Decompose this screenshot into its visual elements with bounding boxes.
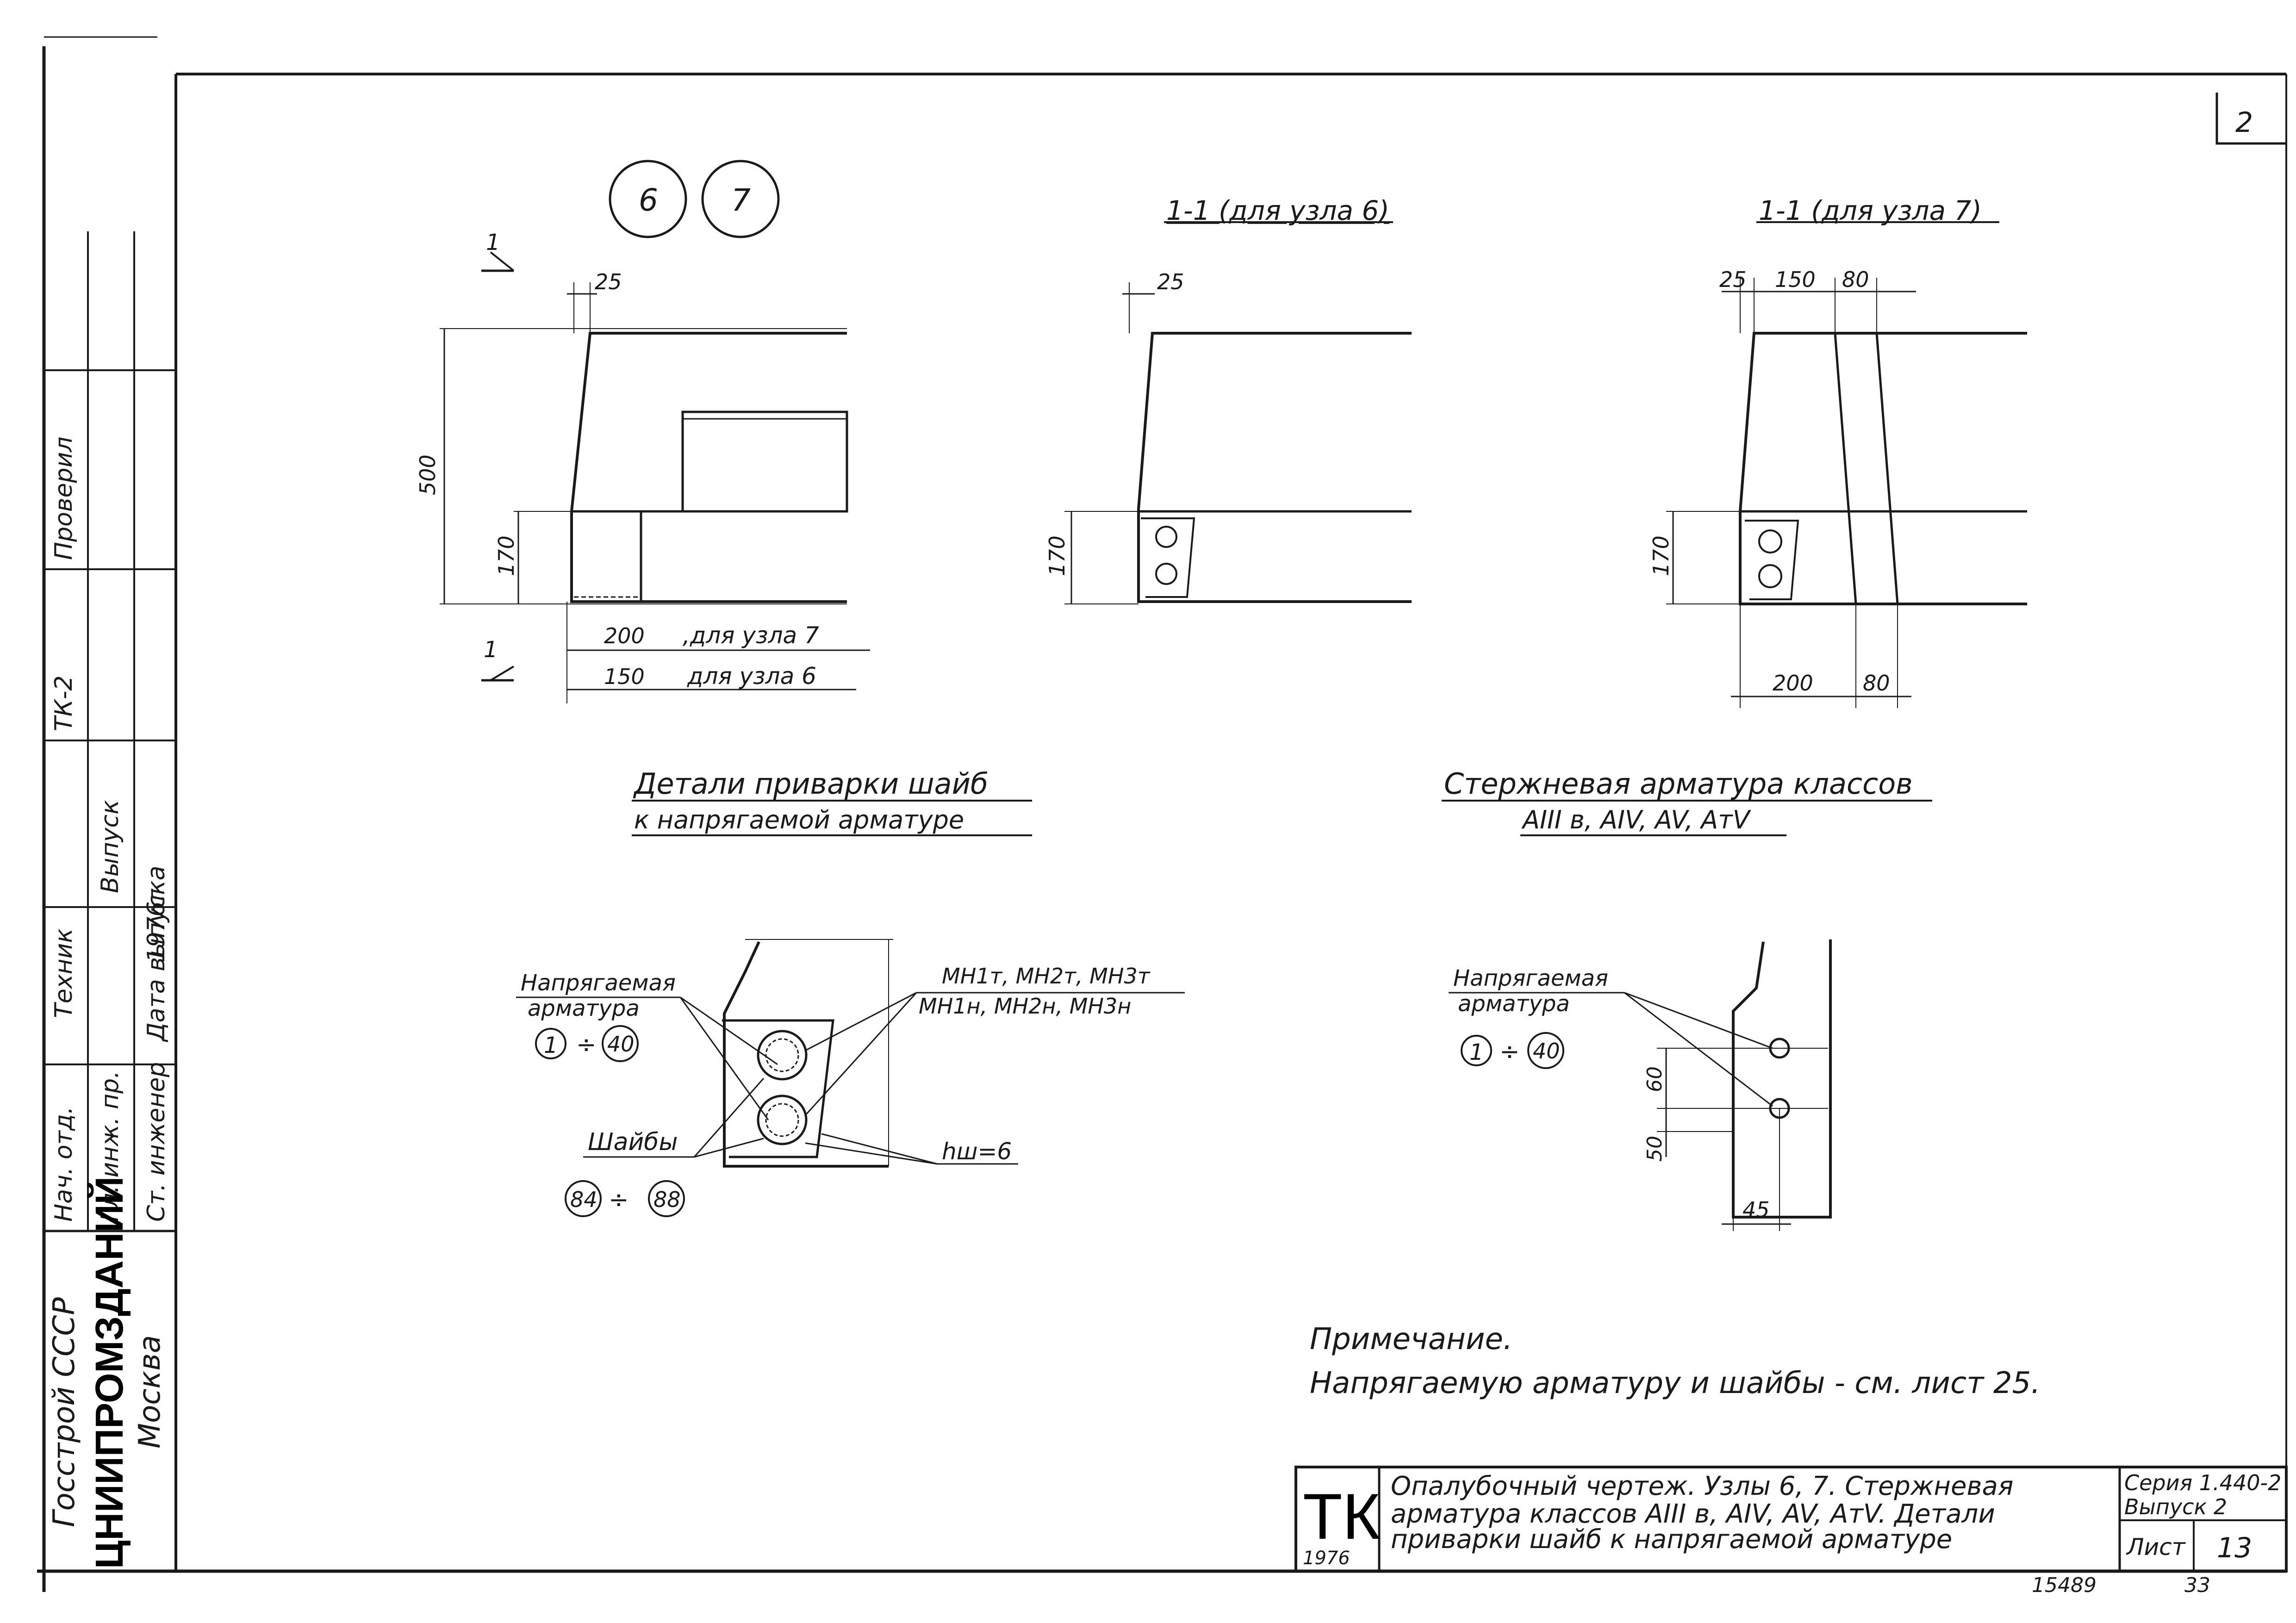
dim-200: 200 xyxy=(604,623,645,648)
note-heading: Примечание. xyxy=(1310,1322,1512,1356)
note-200-node7: ,для узла 7 xyxy=(683,622,819,649)
detail-right-title-2: AIII в, AIV, AV, AтV xyxy=(1521,805,1752,834)
title-block: ТК 1976 Опалубочный чертеж. Узлы 6, 7. С… xyxy=(1294,1466,2288,1573)
note-text: Напрягаемую арматуру и шайбы - см. лист … xyxy=(1310,1366,2041,1400)
section-node6: 1-1 (для узла 6) 25 170 xyxy=(1045,195,1412,604)
node-6-label: 6 xyxy=(639,182,658,218)
title-sheet-label: Лист xyxy=(2126,1534,2186,1561)
detail-left-washer-sign: ÷ xyxy=(609,1186,629,1214)
section7-dim-80-bottom: 80 xyxy=(1863,671,1890,696)
detail-left-washer-to: 88 xyxy=(653,1187,681,1212)
detail-right-range-sign: ÷ xyxy=(1500,1038,1520,1066)
footer-number: 15489 xyxy=(2032,1573,2097,1597)
section6-dim-25: 25 xyxy=(1157,269,1184,294)
title-desc-1: Опалубочный чертеж. Узлы 6, 7. Стержнева… xyxy=(1391,1471,2013,1501)
detail-right-tendon-1: Напрягаемая xyxy=(1453,965,1608,991)
org-gosstroy: Госстрой СССР xyxy=(47,1297,81,1527)
bar-circle xyxy=(1758,529,1782,553)
page-number: 2 xyxy=(2235,106,2253,139)
dim-low-170: 170 xyxy=(494,535,519,576)
detail-left-washers: Шайбы xyxy=(588,1128,678,1156)
detail-right-dim-45: 45 xyxy=(1742,1197,1770,1222)
footer-extra: 33 xyxy=(2184,1573,2210,1597)
detail-left-range-sign: ÷ xyxy=(576,1031,597,1059)
section-node7: 1-1 (для узла 7) 25 150 80 170 200 80 xyxy=(1649,195,2027,708)
detail-right-dim-50: 50 xyxy=(1643,1136,1667,1162)
strip-id-3: Выпуск xyxy=(96,800,124,893)
node-markers: 6 7 xyxy=(609,160,780,238)
detail-left-weld-height: hш=6 xyxy=(942,1138,1012,1165)
org-moscow: Москва xyxy=(133,1335,167,1449)
strip-id-2: Проверил xyxy=(50,436,78,560)
main-view: 1 1 500 170 25 200 ,для узла 7 150 для у… xyxy=(415,230,870,703)
title-code: ТК xyxy=(1303,1480,1380,1553)
dim-height-500: 500 xyxy=(415,454,440,495)
detail-right-title-1: Стержневая арматура классов xyxy=(1444,767,1913,801)
strip-role-2: Гл. инж. пр. xyxy=(96,1071,124,1222)
dim-top-25: 25 xyxy=(595,269,622,294)
title-year: 1976 xyxy=(1303,1548,1350,1569)
section7-dim-25: 25 xyxy=(1719,267,1747,292)
node-circle-7 xyxy=(701,160,780,238)
detail-left-washer-from: 84 xyxy=(570,1187,597,1212)
section7-title: 1-1 (для узла 7) xyxy=(1759,195,1982,226)
strip-id-4: 1976г xyxy=(143,889,170,963)
title-sheet-number: 13 xyxy=(2217,1532,2252,1564)
section-mark-bottom: 1 xyxy=(484,637,498,663)
strip-role-3: Ст. инженер xyxy=(143,1062,170,1222)
detail-right-ref-from: 1 xyxy=(1469,1039,1484,1065)
detail-left-ref-from: 1 xyxy=(544,1032,558,1058)
section6-dim-170: 170 xyxy=(1045,535,1070,576)
section6-title: 1-1 (для узла 6) xyxy=(1166,195,1389,226)
left-stamp-strip: Нач. отд. Гл. инж. пр. Ст. инженер Техни… xyxy=(44,36,176,1569)
node-circle-6 xyxy=(609,160,687,238)
section-mark-top: 1 xyxy=(486,230,500,255)
section7-dim-200: 200 xyxy=(1773,671,1813,696)
title-series: Серия 1.440-2 xyxy=(2124,1470,2281,1495)
strip-role-5: Дата выпуска xyxy=(143,865,170,1042)
title-desc-3: приварки шайб к напрягаемой арматуре xyxy=(1391,1524,1952,1555)
strip-role-4: Техник xyxy=(50,928,78,1018)
detail-right-tendon-2: арматура xyxy=(1458,991,1570,1017)
note-150-node6: для узла 6 xyxy=(687,663,816,690)
dim-150: 150 xyxy=(604,664,645,689)
detail-left-tendon-1: Напрягаемая xyxy=(521,970,676,996)
detail-left-mesh-2: МН1н, МН2н, МН3н xyxy=(919,994,1131,1019)
detail-right-ref-to: 40 xyxy=(1533,1038,1560,1063)
detail-left-mesh-1: МН1т, МН2т, МН3т xyxy=(942,964,1151,989)
section7-dim-150: 150 xyxy=(1775,267,1816,292)
title-desc-2: арматура классов AIII в, AIV, AV, AтV. Д… xyxy=(1391,1499,1995,1529)
detail-left-title-2: к напрягаемой арматуре xyxy=(634,805,964,834)
bar-circle xyxy=(1758,564,1782,588)
detail-left-ref-to: 40 xyxy=(607,1032,635,1057)
page-number-box: 2 xyxy=(2215,93,2286,145)
detail-bar-reinforcement: Стержневая арматура классов AIII в, AIV,… xyxy=(1442,767,1932,1231)
detail-right-dim-60: 60 xyxy=(1643,1066,1667,1092)
detail-left-title-1: Детали приварки шайб xyxy=(633,767,988,801)
detail-washer-welding: Детали приварки шайб к напрягаемой армат… xyxy=(516,767,1185,1217)
org-tsniipromzdaniy: ЦНИИПРОМЗДАНИЙ xyxy=(87,1176,131,1569)
section7-dim-80-top: 80 xyxy=(1842,267,1869,292)
strip-role-1: Нач. отд. xyxy=(50,1107,78,1222)
title-issue: Выпуск 2 xyxy=(2124,1494,2227,1519)
bar-circle xyxy=(757,1094,808,1145)
bar-circle xyxy=(1155,563,1177,585)
bar-circle xyxy=(757,1030,808,1081)
section7-dim-170: 170 xyxy=(1649,535,1674,576)
note-block: Примечание. Напрягаемую арматуру и шайбы… xyxy=(1310,1322,2041,1400)
sheet-frame xyxy=(37,46,2287,1592)
node-7-label: 7 xyxy=(731,182,751,218)
bar-circle xyxy=(1155,526,1177,548)
strip-id-1: ТК-2 xyxy=(50,675,78,731)
detail-left-tendon-2: арматура xyxy=(528,995,640,1021)
